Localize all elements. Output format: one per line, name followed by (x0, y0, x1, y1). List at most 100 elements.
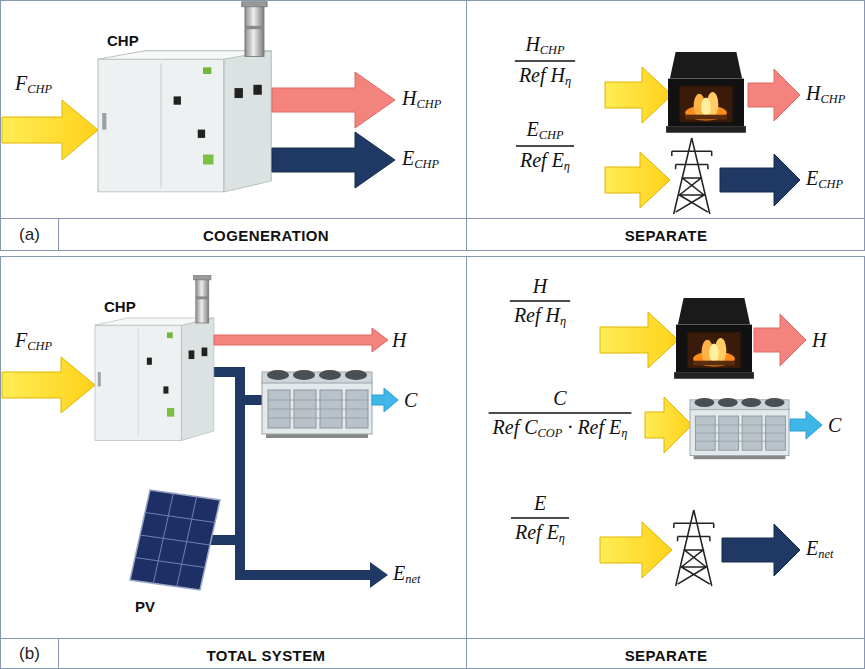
flow-symbol: FCHP (15, 72, 52, 97)
subscript: CHP (818, 178, 843, 192)
heat-arrow (748, 69, 800, 121)
fraction-numerator: HCHP (525, 33, 564, 58)
electricity-arrow (720, 154, 800, 206)
fraction-numerator: C (553, 387, 566, 410)
chp-unit: CHP (95, 28, 275, 213)
subscript: CHP (539, 128, 564, 142)
panel-cell: (a) CHP COGENERATION (0, 0, 467, 251)
pv-panel: PV (125, 488, 225, 628)
flow-symbol: HCHP (806, 82, 845, 107)
unit-name: CHP (107, 32, 139, 49)
subscript: net (818, 548, 833, 562)
chp-unit: CHP (92, 296, 217, 446)
fuel-arrow (2, 100, 98, 160)
electricity-arrow (722, 524, 800, 576)
chp-unit-drawing (95, 276, 214, 441)
subscript: CHP (820, 93, 845, 107)
flow-symbol: C (404, 389, 417, 412)
subscript: CHP (27, 340, 52, 354)
flow-symbol: H (392, 329, 406, 352)
fraction-denominator: Ref Hη (519, 64, 571, 89)
fuel-arrow (605, 67, 672, 123)
cooling-arrow (790, 411, 822, 439)
fraction-numerator: H (533, 275, 547, 298)
panel-tag: (b) (0, 638, 59, 669)
subscript: η (564, 159, 570, 173)
fireplace-icon (666, 52, 746, 133)
flow-symbol: Enet (393, 562, 420, 587)
power-bus-head (370, 562, 388, 588)
subscript: η (565, 74, 571, 88)
flow-symbol: HCHP (402, 87, 441, 112)
cooling-arrow (372, 388, 398, 412)
fuel-arrow (605, 67, 672, 208)
fraction-bars (489, 61, 632, 518)
flow-symbol: C (828, 414, 841, 437)
pv-panel-drawing (130, 490, 220, 590)
electricity-arrow (720, 154, 800, 206)
unit-name: CHP (104, 298, 136, 315)
fuel-arrow (600, 312, 678, 368)
fraction-bar (516, 145, 574, 146)
fraction-bar (489, 412, 632, 413)
fraction-bar (515, 60, 575, 61)
heat-arrow (214, 328, 388, 352)
subscript: CHP (416, 98, 441, 112)
cooling-arrow (372, 388, 398, 412)
panel-letter: (a) (19, 225, 40, 245)
subscript: CHP (414, 158, 439, 172)
fraction-denominator: Ref Hη (514, 304, 566, 329)
heat-arrow (272, 72, 395, 128)
fuel-arrow (600, 522, 672, 578)
heat-arrow (748, 69, 800, 121)
heat-arrow (214, 328, 388, 352)
subscript: net (405, 573, 420, 587)
flow-symbol: Enet (806, 537, 833, 562)
electricity-arrow (722, 524, 800, 576)
heat-arrow (272, 72, 395, 128)
chp-unit-drawing (98, 2, 271, 192)
fireplace-icon (674, 298, 754, 379)
subscript: η (559, 531, 565, 545)
power-bus (240, 395, 264, 405)
fraction-numerator: ECHP (526, 118, 563, 143)
subscript: COP (538, 426, 563, 440)
fuel-arrow (2, 357, 95, 413)
heat-arrow (754, 314, 806, 366)
panel-caption: SEPARATE (625, 227, 708, 244)
panel-caption: SEPARATE (625, 647, 708, 664)
panel-tag: (a) (0, 218, 59, 251)
fraction-numerator: E (534, 492, 546, 515)
cooling-arrow (790, 411, 822, 439)
subscript: CHP (540, 43, 565, 57)
flow-symbol: H (812, 329, 826, 352)
fuel-arrow (2, 100, 98, 160)
fuel-arrow (605, 152, 670, 208)
fuel-arrow (645, 397, 692, 453)
fraction-bar (511, 517, 569, 518)
chiller-icon (690, 398, 789, 459)
power-bus-head (370, 562, 388, 588)
fraction-denominator: Ref CCOP · Ref Eη (493, 416, 628, 441)
panel-caption: TOTAL SYSTEM (207, 647, 326, 664)
subscript: η (621, 426, 627, 440)
panel-caption: COGENERATION (203, 227, 329, 244)
pylon-icon (674, 510, 714, 586)
heat-arrow (754, 314, 806, 366)
flow-symbol: ECHP (402, 147, 439, 172)
panel-letter: (b) (19, 644, 40, 664)
fraction-denominator: Ref Eη (520, 149, 570, 174)
strip-lines (0, 218, 865, 219)
subscript: η (560, 314, 566, 328)
flow-symbol: ECHP (806, 167, 843, 192)
strip-lines (0, 638, 865, 639)
panel-cell: (b) CHP PV TOTAL SYSTEM (0, 256, 467, 669)
pylon-icon (672, 138, 712, 214)
flow-symbol: FCHP (15, 329, 52, 354)
fraction-bar (510, 300, 570, 301)
pv-panel-drawing (135, 493, 215, 586)
electricity-arrow (272, 132, 395, 188)
unit-name: PV (135, 598, 155, 615)
fuel-arrow (2, 357, 95, 413)
